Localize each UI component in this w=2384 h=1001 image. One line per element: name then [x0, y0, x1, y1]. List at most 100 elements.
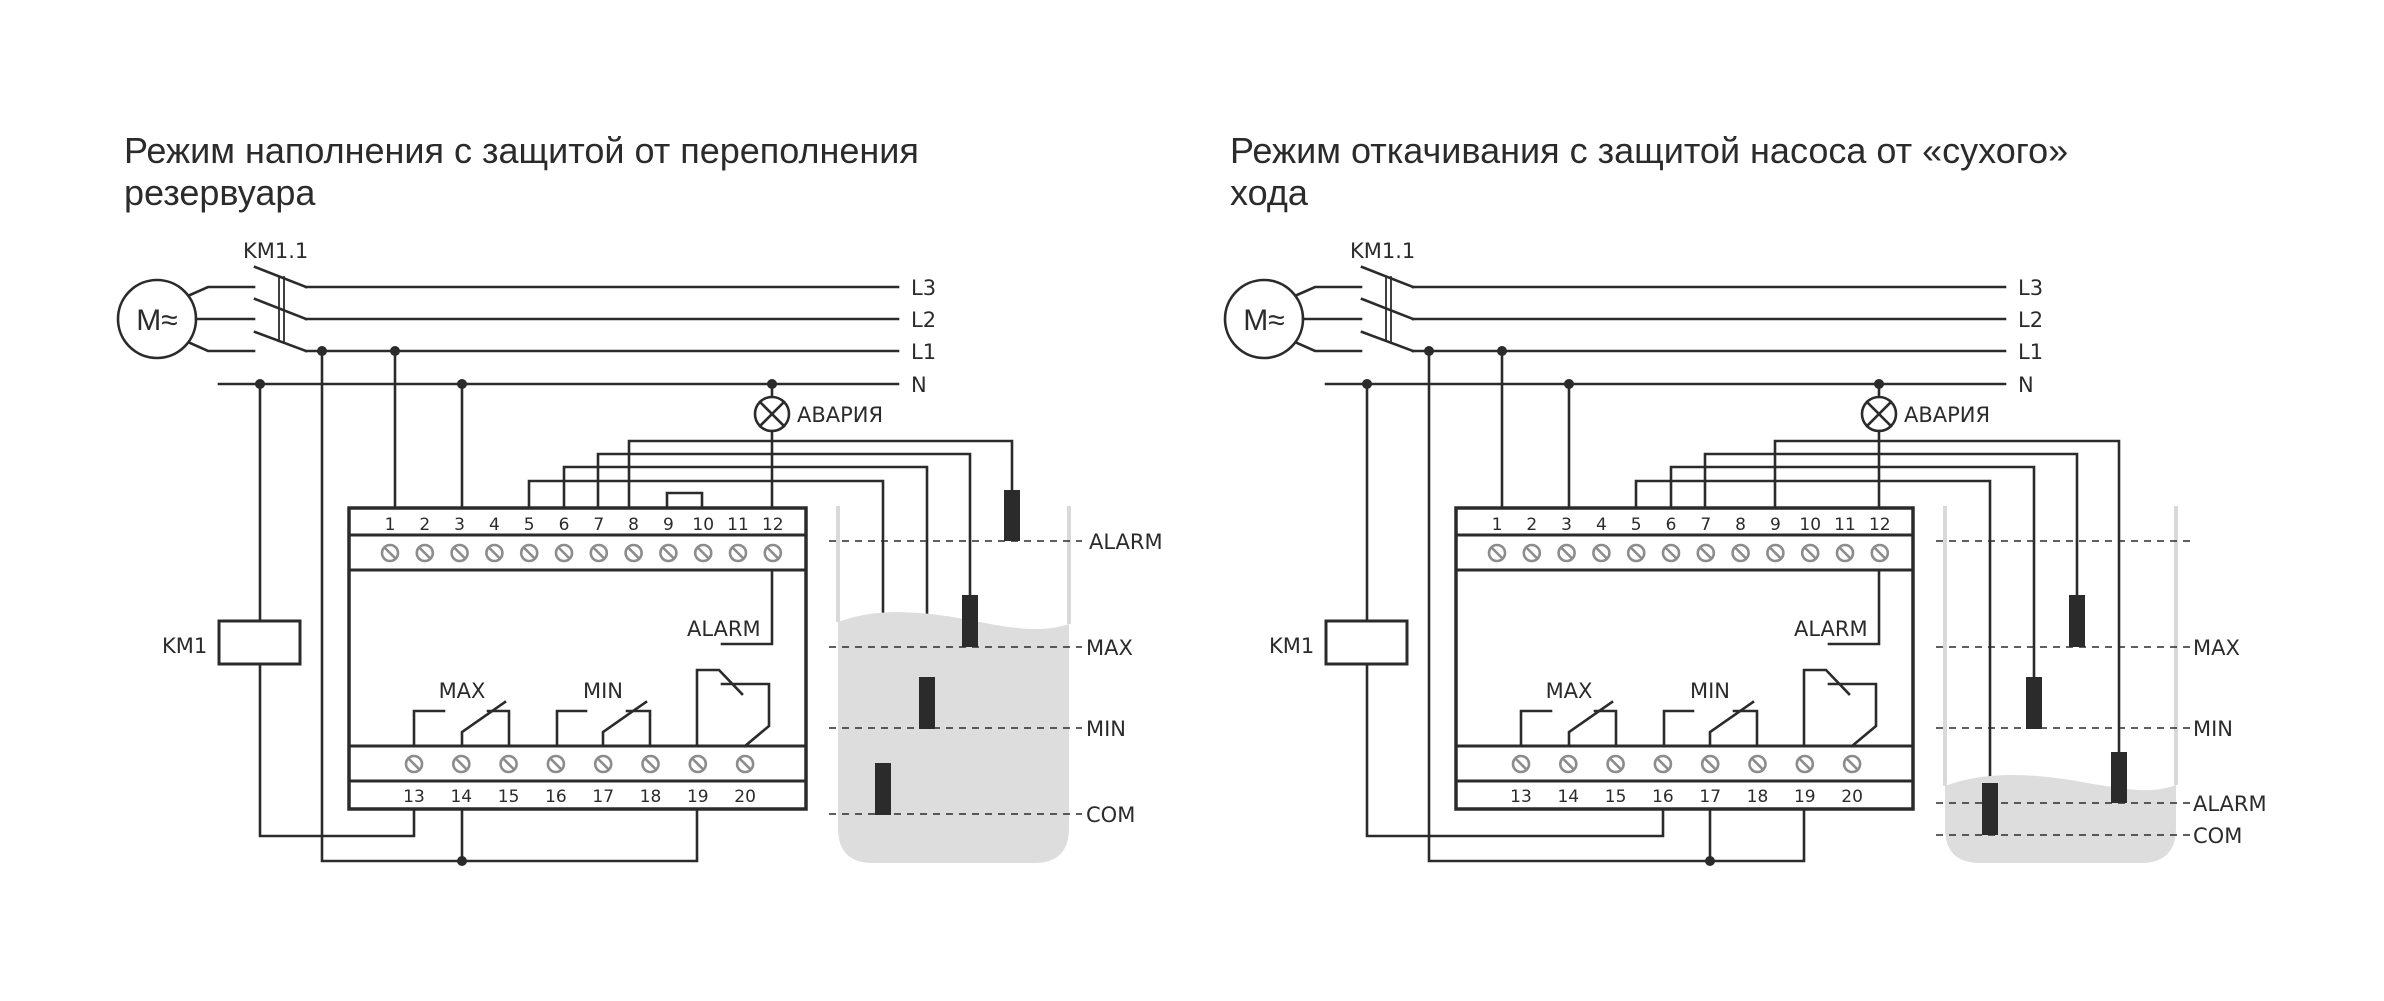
terminal-number: 20	[734, 787, 756, 807]
level-label-max: MAX	[1086, 636, 1133, 660]
terminal-screw-icon[interactable]	[763, 543, 783, 563]
terminal-screw-icon[interactable]	[485, 543, 504, 563]
terminal-screw-icon[interactable]	[728, 543, 748, 563]
contactor-label: KM1.1	[1350, 239, 1415, 263]
level-label-alarm: ALARM	[1089, 530, 1163, 554]
motor-lead-l3	[188, 285, 256, 297]
terminal-screw-icon[interactable]	[1522, 543, 1542, 563]
terminal-number: 4	[1596, 515, 1607, 535]
contactor-label: KM1.1	[243, 239, 308, 263]
terminal-number: 16	[545, 787, 567, 807]
min-contact-no	[1732, 709, 1759, 748]
line-label-n: N	[911, 373, 927, 397]
terminal-screw-icon[interactable]	[1558, 754, 1578, 774]
contactor-blade-icon	[253, 330, 308, 353]
probe-min-icon	[919, 677, 935, 729]
terminal-screw-icon[interactable]	[1511, 754, 1531, 774]
terminal-screw-icon[interactable]	[589, 543, 609, 563]
terminal-number: 14	[1557, 787, 1579, 807]
contactor-blade-icon	[1360, 297, 1415, 321]
jumper-9-10	[665, 491, 704, 510]
terminal-number: 12	[762, 515, 784, 535]
alarm-output-label: ALARM	[687, 617, 761, 641]
alarm-output-wire	[1827, 568, 1881, 646]
terminal-screw-icon[interactable]	[1800, 543, 1820, 563]
terminal-number: 5	[1631, 515, 1642, 535]
contactor-blade-icon	[253, 297, 308, 321]
terminal-screw-icon[interactable]	[1795, 754, 1815, 774]
motor: M≈	[116, 278, 256, 360]
terminal-screw-icon[interactable]	[1696, 543, 1716, 563]
terminal-screw-icon[interactable]	[404, 754, 424, 774]
terminal-screw-icon[interactable]	[1700, 754, 1720, 774]
coil-label: KM1	[162, 634, 207, 658]
terminal-screw-icon[interactable]	[624, 543, 643, 563]
terminal-number: 18	[1747, 787, 1769, 807]
alarm-contact-switch-icon	[1802, 668, 1851, 748]
line-label-l3: L3	[911, 276, 936, 300]
terminal-screw-icon[interactable]	[1661, 543, 1681, 563]
tank: MAX MIN ALARM COM	[1936, 506, 2267, 863]
terminal-screw-icon[interactable]	[1606, 754, 1625, 774]
terminal-screw-icon[interactable]	[693, 543, 713, 563]
probe-com-icon	[1982, 783, 1998, 835]
terminal-screw-icon[interactable]	[593, 754, 613, 774]
terminal-number: 8	[1735, 515, 1746, 535]
terminal-screw-icon[interactable]	[554, 543, 574, 563]
lamp-cross	[1865, 400, 1893, 428]
wire-l1-to-19	[320, 349, 699, 863]
terminal-screw-icon[interactable]	[380, 543, 400, 563]
terminal-screw-icon[interactable]	[451, 754, 471, 774]
terminal-screw-icon[interactable]	[659, 543, 678, 563]
terminal-screw-icon[interactable]	[546, 754, 566, 774]
level-label-com: COM	[2193, 824, 2242, 848]
max-contact-no	[1593, 709, 1618, 748]
terminal-number: 3	[1561, 515, 1572, 535]
level-label-min: MIN	[2193, 717, 2233, 741]
terminal-screw-icon[interactable]	[735, 754, 755, 774]
terminal-number: 3	[454, 515, 465, 535]
terminal-number: 18	[640, 787, 662, 807]
terminal-screw-icon[interactable]	[450, 543, 469, 563]
motor-lead-l1	[1295, 341, 1363, 353]
line-label-l1: L1	[2018, 340, 2043, 364]
wire-coil-to-16	[1365, 662, 1665, 838]
terminal-screw-icon[interactable]	[1870, 543, 1890, 563]
min-contact-label: MIN	[583, 679, 623, 703]
terminal-number: 10	[692, 515, 714, 535]
terminal-screw-icon[interactable]	[1766, 543, 1785, 563]
probe-com-icon	[875, 763, 891, 815]
wire-coil-to-13	[258, 662, 416, 838]
probe-alarm-icon	[2111, 752, 2127, 803]
terminal-screw-icon[interactable]	[1487, 543, 1507, 563]
terminal-screw-icon[interactable]	[1653, 754, 1673, 774]
terminal-screw-icon[interactable]	[415, 543, 435, 563]
motor-label: M≈	[136, 304, 177, 337]
terminal-screw-icon[interactable]	[641, 754, 660, 774]
terminal-number: 9	[1770, 515, 1781, 535]
line-label-l2: L2	[911, 308, 936, 332]
terminal-screw-icon[interactable]	[1842, 754, 1862, 774]
supply-lines: L3 L2 L1 N	[217, 276, 936, 397]
terminal-screw-icon[interactable]	[1626, 543, 1646, 563]
lamp-cross	[758, 400, 786, 428]
terminal-screw-icon[interactable]	[519, 543, 539, 563]
wire-l1-to-19	[1427, 349, 1806, 863]
terminal-number: 10	[1799, 515, 1821, 535]
alarm-contact-fixed	[1827, 682, 1878, 748]
terminal-screw-icon[interactable]	[1592, 543, 1611, 563]
terminal-screw-icon[interactable]	[688, 754, 708, 774]
terminal-screw-icon[interactable]	[1835, 543, 1855, 563]
terminal-screw-icon[interactable]	[1748, 754, 1767, 774]
terminal-number: 13	[1510, 787, 1532, 807]
drain-schematic: M≈ KM1.1 L3 L2 L1 N	[1223, 239, 2267, 866]
min-contact-label: MIN	[1690, 679, 1730, 703]
max-contact-label: MAX	[439, 679, 486, 703]
terminal-screw-icon[interactable]	[1731, 543, 1750, 563]
terminal-number: 9	[663, 515, 674, 535]
terminal-screw-icon[interactable]	[499, 754, 518, 774]
max-contact-nc	[412, 709, 446, 748]
probe-alarm-icon	[1004, 490, 1020, 541]
terminal-screw-icon[interactable]	[1557, 543, 1576, 563]
